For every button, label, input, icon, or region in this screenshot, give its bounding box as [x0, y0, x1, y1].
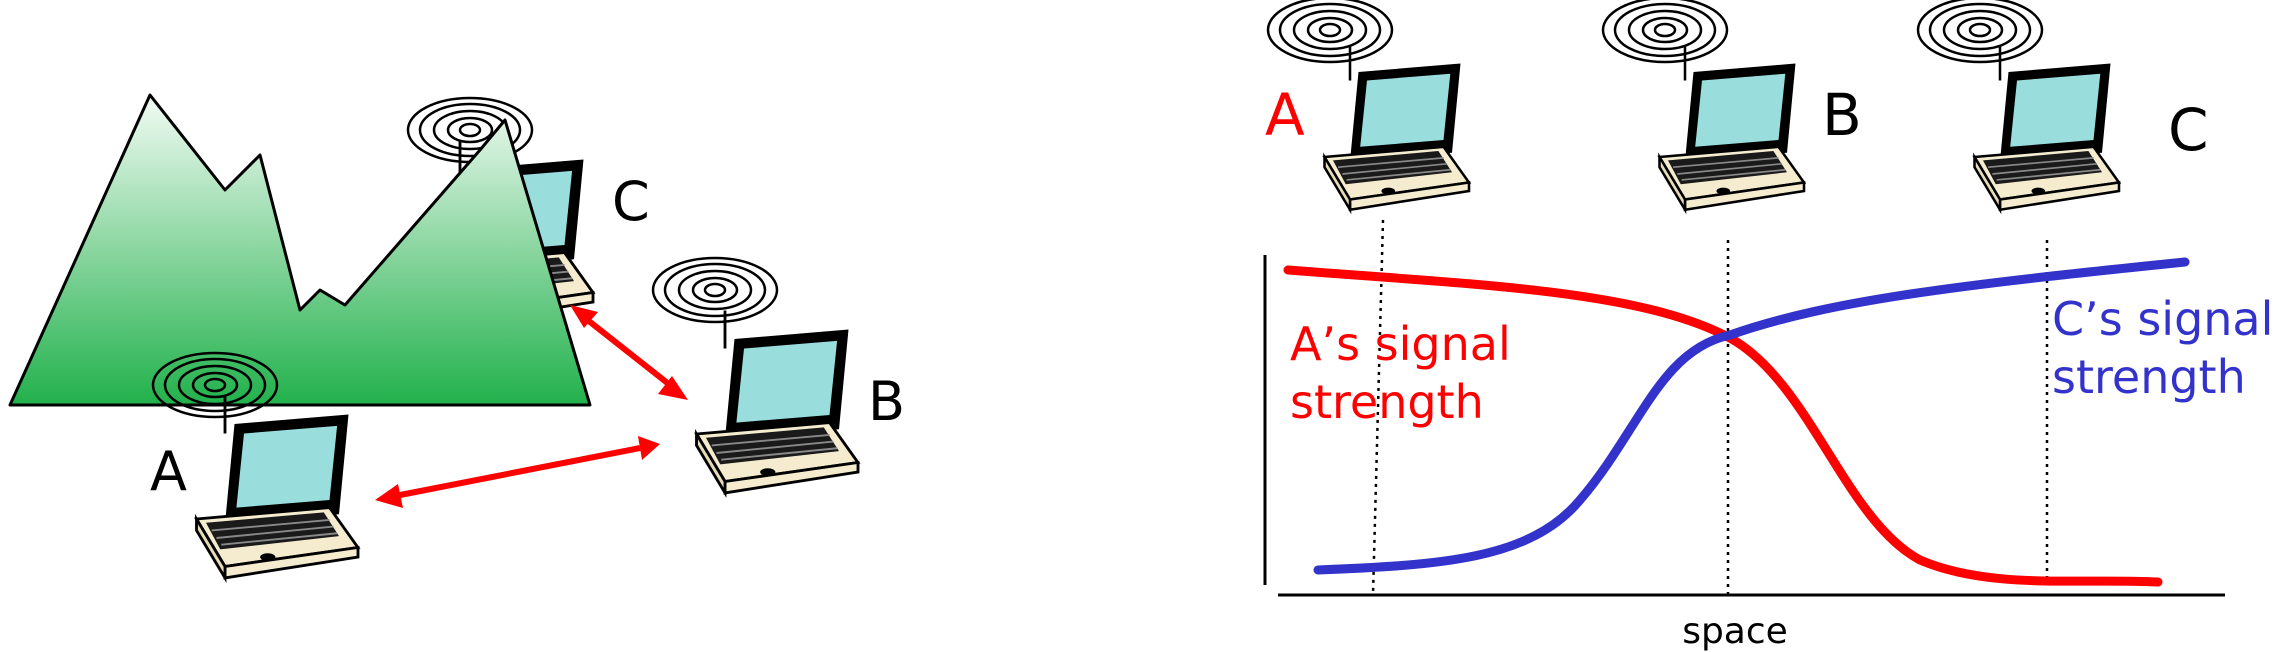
c-signal-label-line1: C’s signal [2052, 292, 2273, 346]
laptop-b-right [1601, 0, 1806, 211]
label-a-right: A [1265, 81, 1305, 149]
a-signal-curve [1283, 265, 2163, 587]
laptop-b-left [651, 256, 860, 495]
wireless-waves-icon [1916, 0, 2044, 64]
link-arrow-a-b [375, 436, 660, 508]
guide-a [1371, 219, 1385, 596]
link-arrow-c-b [570, 305, 688, 400]
a-signal-label-line1: A’s signal [1290, 317, 1511, 371]
c-signal-curve [1313, 257, 2190, 575]
c-signal-label-line2: strength [2052, 350, 2246, 404]
a-signal-label-line2: strength [1290, 375, 1484, 429]
label-b-left: B [868, 370, 905, 433]
wireless-waves-icon [1266, 0, 1394, 64]
wireless-waves-icon [651, 256, 779, 324]
label-c-right: C [2168, 96, 2209, 164]
right-signal-plot: A B C A’s signal strength C’s signal str… [1263, 0, 2273, 652]
label-b-right: B [1822, 81, 1862, 149]
x-axis-label: space [1682, 611, 1788, 652]
left-scenario: A B C [8, 93, 905, 580]
label-a-left: A [150, 440, 187, 503]
laptop-c-right [1916, 0, 2121, 211]
mountain-obstacle [8, 93, 592, 407]
label-c-left: C [612, 170, 650, 233]
wireless-waves-icon [1601, 0, 1729, 64]
